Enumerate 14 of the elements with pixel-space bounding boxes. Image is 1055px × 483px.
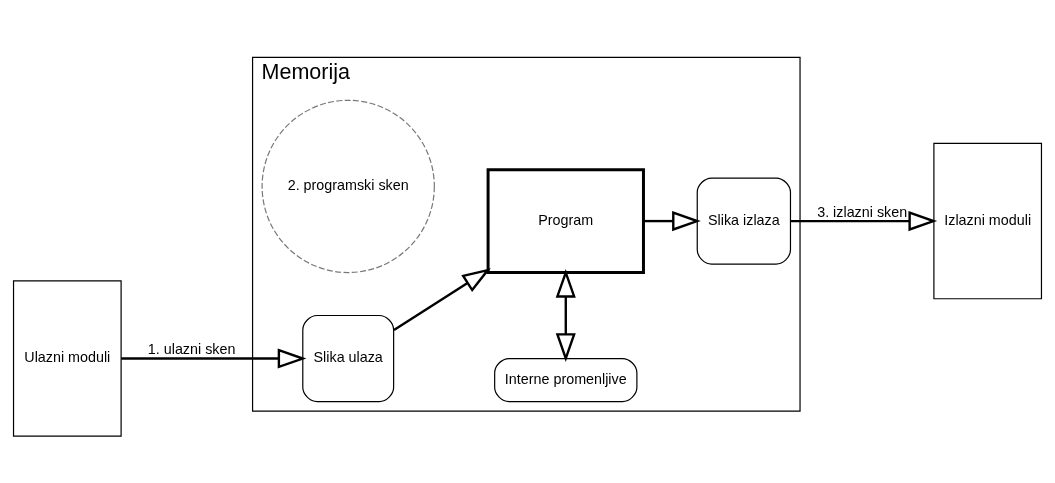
arrow: [643, 210, 701, 231]
edge-label: 3. izlazni sken: [817, 203, 908, 220]
arrow: [791, 210, 938, 231]
node-box: Program: [486, 167, 645, 274]
node-box: Izlazni moduli: [933, 142, 1043, 299]
node-circle: 2. programski sken: [261, 99, 435, 273]
node-box: Ulazni moduli: [12, 279, 122, 437]
node-box: Slika ulaza: [302, 314, 395, 402]
node-box: Interne promenljive: [494, 357, 638, 402]
arrow: [555, 268, 576, 362]
arrow: [121, 348, 307, 369]
arrow: [393, 267, 491, 331]
edge-label: 1. ulazni sken: [147, 340, 236, 357]
node-box: Slika izlaza: [696, 176, 792, 265]
